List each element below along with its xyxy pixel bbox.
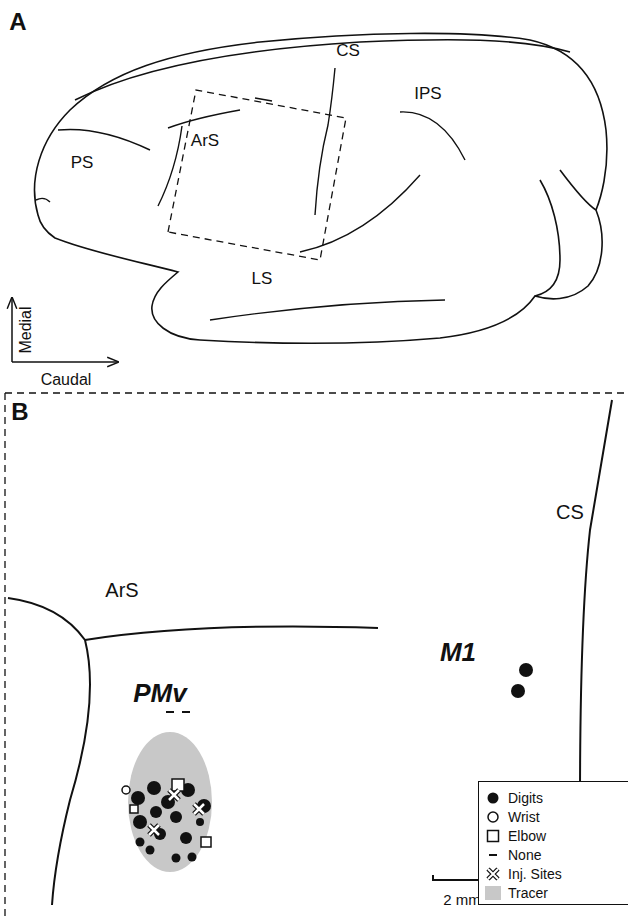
panel-b-frame — [5, 393, 625, 917]
label: CS — [336, 42, 360, 59]
legend-row: Digits — [485, 788, 628, 807]
digit-site — [196, 818, 204, 826]
digit-site — [136, 838, 145, 847]
legend-row: Inj. Sites — [485, 864, 628, 883]
label: CS — [556, 502, 584, 522]
label: 2 mm — [443, 892, 481, 907]
legend-row: Wrist — [485, 807, 628, 826]
label: PMv — [133, 680, 186, 706]
injection-site — [169, 790, 179, 800]
label: ArS — [105, 580, 138, 600]
digit-site — [180, 832, 192, 844]
injection-site — [194, 804, 204, 814]
legend-text: Inj. Sites — [508, 866, 562, 882]
digit-site — [150, 806, 162, 818]
injection-site — [169, 790, 179, 800]
injection-site — [149, 825, 159, 835]
digit-site — [511, 684, 525, 698]
legend-text: Wrist — [508, 809, 540, 825]
digit-site — [170, 811, 182, 823]
legend-text: Tracer — [508, 885, 548, 901]
legend-row: None — [485, 845, 628, 864]
elbow-site — [130, 805, 138, 813]
legend-row: Tracer — [485, 883, 628, 902]
injection-site — [149, 825, 159, 835]
label: PS — [71, 154, 94, 171]
sulci-b — [8, 400, 612, 905]
sulci — [36, 68, 465, 320]
legend-symbol — [485, 810, 501, 824]
label: Caudal — [41, 372, 92, 388]
legend-symbol — [485, 791, 501, 805]
label: IPS — [414, 85, 441, 102]
legend-swatch — [485, 886, 501, 900]
legend-symbol — [485, 829, 501, 843]
site-marks — [122, 663, 533, 863]
digit-site — [519, 663, 533, 677]
digit-site — [172, 854, 181, 863]
digit-site — [146, 846, 155, 855]
label: A — [9, 10, 26, 34]
label: M1 — [440, 639, 476, 665]
legend-text: Digits — [508, 790, 543, 806]
legend-symbol — [485, 867, 501, 881]
tracer-region — [128, 732, 212, 872]
legend-symbol — [485, 848, 501, 862]
legend: DigitsWristElbowNoneInj. SitesTracer — [478, 781, 628, 905]
label: ArS — [191, 132, 219, 149]
label: B — [11, 400, 28, 424]
legend-text: None — [508, 847, 541, 863]
label: LS — [252, 270, 273, 287]
digit-site — [188, 853, 197, 862]
digit-site — [133, 815, 147, 829]
legend-text: Elbow — [508, 828, 546, 844]
brain-outline — [35, 33, 607, 343]
digit-site — [147, 781, 161, 795]
none-site — [182, 711, 190, 713]
injection-site — [194, 804, 204, 814]
elbow-site — [201, 837, 211, 847]
inset-frame — [168, 90, 346, 260]
digit-site — [131, 791, 145, 805]
wrist-site — [122, 786, 130, 794]
none-site — [166, 711, 174, 713]
legend-row: Elbow — [485, 826, 628, 845]
axes — [12, 298, 118, 362]
label: Medial — [18, 306, 34, 353]
